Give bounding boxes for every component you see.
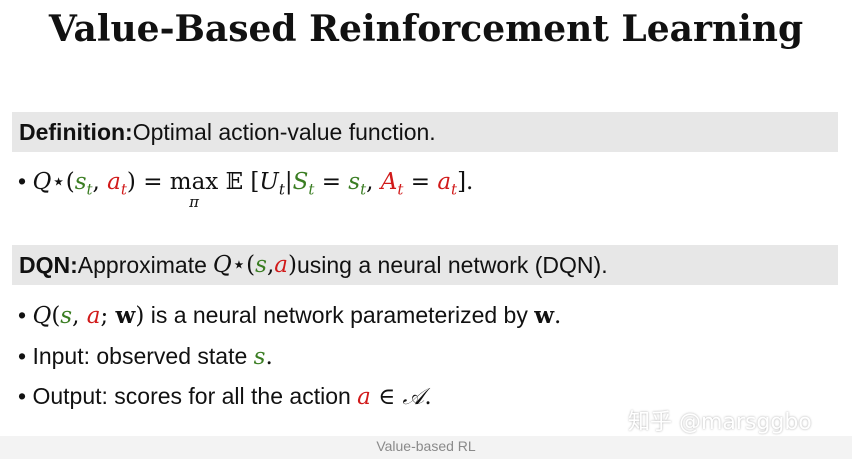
- bullet-input-text: Input: observed state: [32, 343, 254, 369]
- dqn-text-post: using a neural network (DQN).: [296, 251, 608, 278]
- watermark: 知乎 @marsggbo: [628, 410, 812, 435]
- definition-text: Optimal action-value function.: [132, 118, 436, 145]
- bullet: •: [18, 383, 27, 409]
- footer-bar: [0, 436, 852, 459]
- bullet-network-text: is a neural network parameterized by: [144, 302, 535, 328]
- footer-text: Value-based RL: [376, 438, 476, 454]
- dqn-text-pre: Approximate: [77, 251, 207, 278]
- dqn-label: DQN:: [19, 251, 78, 278]
- bullet-output: • Output: scores for all the action a ∈ …: [18, 383, 432, 410]
- bullet-network: • Q(s, a; w) is a neural network paramet…: [18, 302, 562, 329]
- definition-label: Definition:: [19, 118, 133, 145]
- bullet: •: [18, 168, 27, 194]
- dqn-box: DQN: Approximate Q⋆(s, a) using a neural…: [12, 245, 838, 285]
- bullet: •: [18, 343, 27, 369]
- slide: Value-Based Reinforcement Learning Defin…: [12, 8, 838, 435]
- definition-box: Definition: Optimal action-value functio…: [12, 112, 838, 152]
- bullet-output-text: Output: scores for all the action: [32, 383, 358, 409]
- bullet-input: • Input: observed state s.: [18, 343, 273, 370]
- bullet: •: [18, 302, 27, 328]
- slide-title: Value-Based Reinforcement Learning: [48, 8, 804, 50]
